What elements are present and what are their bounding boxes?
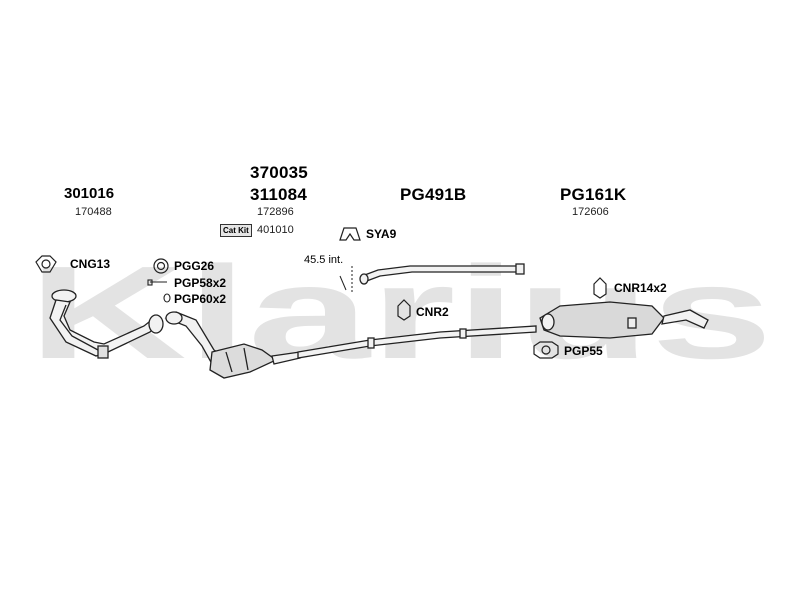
front-pipe-code: 301016 (64, 185, 115, 202)
flange-gasket-icon (533, 341, 559, 359)
intermediate-pipe (359, 263, 525, 285)
catalytic-converter (164, 311, 301, 379)
sya9-label: SYA9 (366, 227, 397, 241)
nut-icon (163, 293, 171, 303)
cnr2-label: CNR2 (416, 305, 449, 319)
rubber-mount-icon (339, 227, 361, 241)
watermark-logo: Klarius (28, 239, 773, 386)
pgg26-label: PGG26 (174, 259, 215, 273)
ring-gasket-icon (153, 258, 169, 274)
clamp-icon (397, 299, 411, 321)
middle-pipe (297, 325, 537, 359)
dimension-label: 45.5 int. (304, 254, 344, 266)
front-pipe (49, 289, 164, 359)
front-pipe-number: 170488 (75, 206, 112, 218)
rear-number: 172606 (572, 206, 609, 218)
cng13-label: CNG13 (70, 257, 111, 271)
catkit-number: 401010 (257, 224, 294, 236)
pgp55-label: PGP55 (564, 344, 603, 358)
bolt-icon (147, 279, 167, 286)
clamp-icon (593, 277, 607, 299)
cnr14-label: CNR14x2 (614, 281, 667, 295)
dimension-marker (339, 266, 353, 294)
catalyst-code: 311084 (250, 185, 307, 204)
middle-code: PG491B (400, 185, 467, 204)
catalyst-alt-code: 370035 (250, 163, 308, 182)
gasket-icon (35, 255, 57, 273)
pgp60-label: PGP60x2 (174, 292, 227, 306)
pgp58-label: PGP58x2 (174, 276, 227, 290)
rear-silencer (539, 301, 709, 339)
catkit-badge: Cat Kit (220, 224, 252, 237)
catalyst-number: 172896 (257, 206, 294, 218)
rear-code: PG161K (560, 185, 627, 204)
